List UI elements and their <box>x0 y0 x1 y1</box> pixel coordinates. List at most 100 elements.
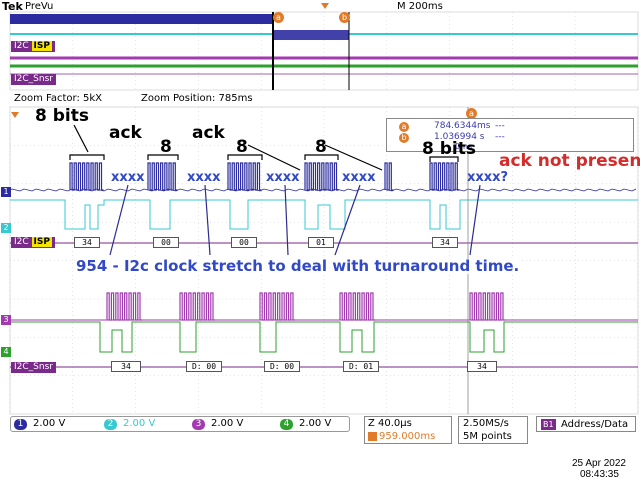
bit-bracket <box>147 154 179 160</box>
ch4-trace <box>10 321 638 353</box>
annotation-arrow <box>284 184 289 256</box>
annotation-8-bits-1: 8 bits <box>35 106 89 126</box>
horizontal-scale: Z 40.0μs <box>368 418 412 429</box>
ch2-scale[interactable]: 2 2.00 V <box>104 418 155 430</box>
annotation-ack-not-present: ack not present <box>499 151 640 171</box>
overview-snsr-bus-tag: I2C_Snsr <box>11 74 56 85</box>
sample-rate: 2.50MS/s <box>463 418 509 429</box>
cursor-b-marker[interactable]: b <box>339 12 350 23</box>
overview-isp-tag: ISP <box>31 41 52 51</box>
clock-burst <box>384 162 394 191</box>
annotation-clock-stretch-note: 954 - I2c clock stretch to deal with tur… <box>76 257 520 275</box>
isp-bus-value: 01 <box>308 237 334 248</box>
snsr-bus-value: 34 <box>111 361 141 372</box>
snsr-bus-value: 34 <box>467 361 497 372</box>
time-label: 08:43:35 <box>580 469 619 480</box>
overview-ch1-burst <box>273 30 349 40</box>
annotation-ack-1: ack <box>109 123 142 143</box>
ch3-scale[interactable]: 3 2.00 V <box>192 418 243 430</box>
ch1-scale[interactable]: 1 2.00 V <box>14 418 65 430</box>
record-length: 5M points <box>463 431 512 442</box>
brand-label: Tek <box>2 0 23 13</box>
annotation-xxxx-2: xxxx <box>187 170 221 185</box>
annotation-xxxx-5: xxxx? <box>467 170 509 185</box>
annotation-xxxx-3: xxxx <box>266 170 300 185</box>
zoom-factor: Zoom Factor: 5kX <box>14 93 102 104</box>
readout-b-value: 1.036994 s <box>434 132 485 142</box>
readout-b-dashes: --- <box>495 132 505 142</box>
clock-burst <box>304 162 339 191</box>
clock-burst <box>69 162 104 191</box>
overview-isp-bus-name: I2C <box>14 41 29 51</box>
trigger-position-icon <box>321 3 329 9</box>
annotation-arrow <box>109 184 129 256</box>
ch2-icon: 2 <box>104 419 117 430</box>
trigger-icon <box>368 432 377 441</box>
clock-burst <box>469 292 506 321</box>
isp-bus-name: I2C <box>14 237 29 247</box>
isp-bus-value: 00 <box>231 237 257 248</box>
horizontal-panel[interactable]: Z 40.0μs 959.000ms <box>364 416 452 444</box>
cursor-readout-panel: a 784.6344ms --- b 1.036994 s --- 0ms <box>386 118 634 152</box>
bit-bracket <box>69 154 105 160</box>
isp-bus-tag: I2C ISP <box>11 237 55 248</box>
zoom-trigger-icon <box>11 112 19 118</box>
annotation-leader <box>324 144 383 171</box>
annotation-8-2: 8 <box>236 137 248 157</box>
zoom-cursor-a-marker[interactable]: a <box>466 108 477 119</box>
bus-b1-icon: B1 <box>541 419 556 430</box>
readout-a-dashes: --- <box>495 121 505 131</box>
readout-delta-value: 0ms <box>455 142 473 151</box>
annotation-xxxx-4: xxxx <box>342 170 376 185</box>
snsr-bus-value: D: 00 <box>264 361 300 372</box>
ch1-marker[interactable]: 1 <box>1 187 11 197</box>
bus-label: Address/Data <box>561 419 629 430</box>
trigger-position: 959.000ms <box>379 431 436 442</box>
clock-burst <box>147 162 178 191</box>
date-label: 25 Apr 2022 <box>572 458 626 469</box>
ch3-icon: 3 <box>192 419 205 430</box>
clock-burst <box>259 292 296 321</box>
channel-bar <box>10 416 350 432</box>
overview-isp-bus-tag: I2C ISP <box>11 41 55 52</box>
annotation-arrow <box>334 184 361 256</box>
clock-burst <box>339 292 376 321</box>
clock-burst <box>227 162 262 191</box>
clock-burst <box>106 292 143 321</box>
ch2-marker[interactable]: 2 <box>1 223 11 233</box>
zoom-position: Zoom Position: 785ms <box>141 93 253 104</box>
ch3-marker[interactable]: 3 <box>1 315 11 325</box>
timebase-label: M 200ms <box>397 1 443 12</box>
annotation-leader <box>73 124 89 153</box>
ch4-marker[interactable]: 4 <box>1 347 11 357</box>
isp-bus-value: 34 <box>74 237 100 248</box>
bit-bracket <box>429 156 459 162</box>
ch1-value: 2.00 V <box>33 418 66 429</box>
ch2-value: 2.00 V <box>123 418 156 429</box>
ch2-trace <box>10 199 638 230</box>
isp-bus-value: 34 <box>432 237 458 248</box>
annotation-ack-2: ack <box>192 123 225 143</box>
clock-burst <box>179 292 216 321</box>
annotation-arrow <box>204 184 211 256</box>
snsr-bus-tag: I2C_Snsr <box>11 362 56 373</box>
annotation-arrow <box>469 184 481 256</box>
cursor-a-marker[interactable]: a <box>273 12 284 23</box>
ch4-value: 2.00 V <box>299 418 332 429</box>
annotation-leader <box>247 144 301 171</box>
isp-bus-value: 00 <box>153 237 179 248</box>
ch3-value: 2.00 V <box>211 418 244 429</box>
readout-a-icon: a <box>399 122 409 132</box>
snsr-bus-value: D: 01 <box>343 361 379 372</box>
bit-bracket <box>227 154 263 160</box>
annotation-8-bits-2: 8 bits <box>422 139 476 159</box>
readout-b-icon: b <box>399 133 409 143</box>
readout-a-value: 784.6344ms <box>434 121 491 131</box>
annotation-8-1: 8 <box>160 137 172 157</box>
bit-bracket <box>304 154 339 160</box>
acquisition-panel[interactable]: 2.50MS/s 5M points <box>458 416 528 444</box>
bus-panel[interactable]: B1 Address/Data <box>536 416 636 432</box>
clock-burst <box>429 162 460 191</box>
ch1-icon: 1 <box>14 419 27 430</box>
